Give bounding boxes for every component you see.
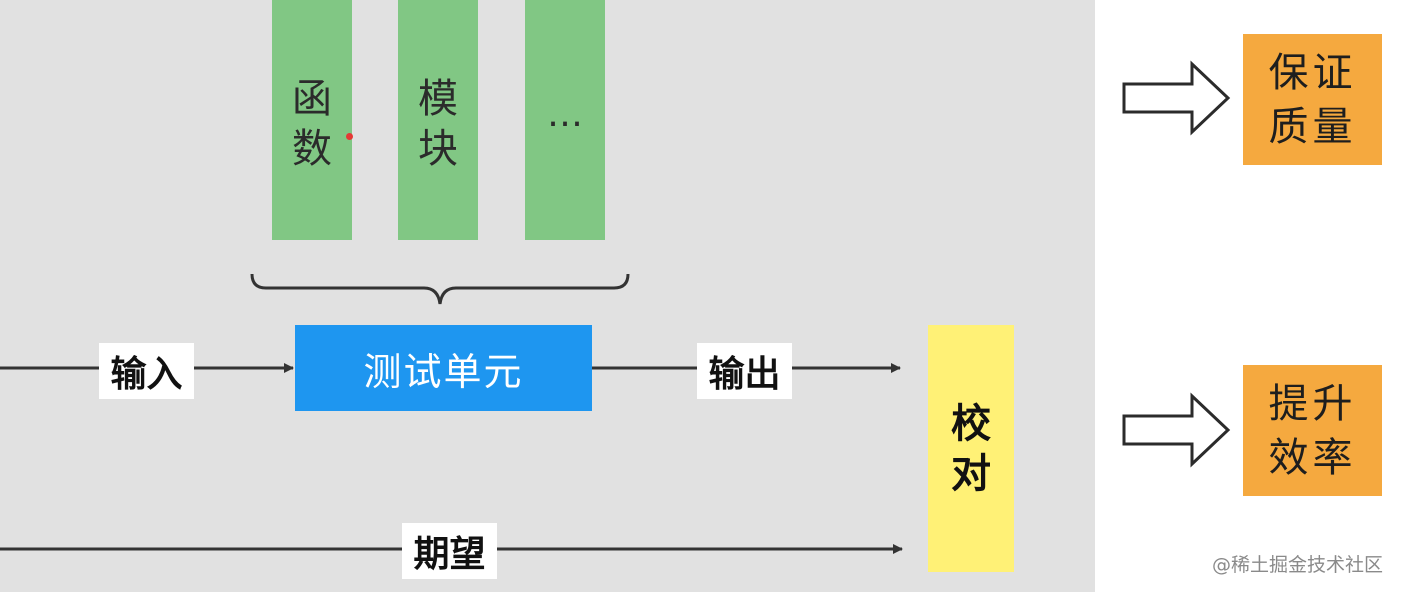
input-label: 输入 [99,343,194,399]
check-box: 校对 [928,325,1014,572]
output-label: 输出 [697,343,792,399]
result-efficiency-box: 提升效率 [1243,365,1382,496]
result-label: 保证质量 [1268,49,1357,150]
result-label: 提升效率 [1268,380,1357,481]
result-quality-box: 保证质量 [1243,34,1382,165]
check-label: 校对 [951,400,991,497]
column-function: 函数 [272,0,352,240]
column-more: … [525,0,605,240]
hollow-arrow-icon [1122,60,1231,136]
expected-label: 期望 [402,523,497,579]
cursor-dot [346,133,353,140]
column-label: … [547,94,583,135]
column-label: 模块 [418,76,458,172]
column-label: 函数 [292,76,332,172]
watermark: @稀土掘金技术社区 [1211,554,1383,576]
column-module: 模块 [398,0,478,240]
hollow-arrow-icon [1122,392,1231,468]
test-unit-box: 测试单元 [295,325,592,411]
